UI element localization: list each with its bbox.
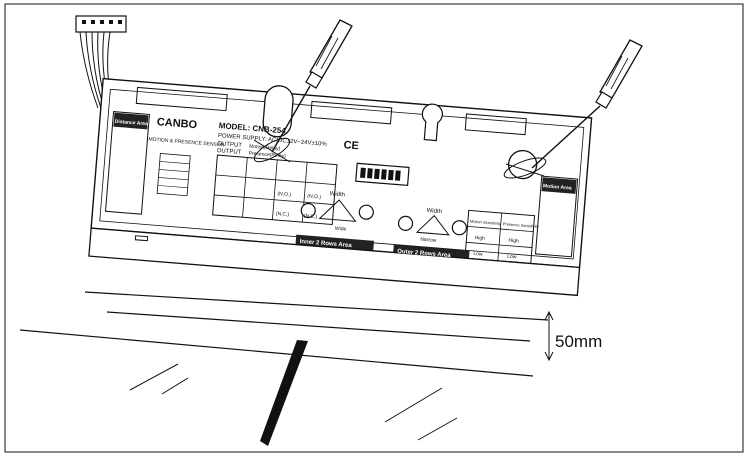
narrow-label: Narrow bbox=[420, 237, 437, 244]
mounting-slot-middle bbox=[421, 103, 443, 142]
nc-label-2: (N.C.) bbox=[304, 213, 318, 220]
ce-mark: CE bbox=[343, 139, 359, 152]
dimension-label: 50mm bbox=[555, 332, 602, 351]
glass-reflection-4 bbox=[417, 417, 458, 441]
door-handle bbox=[260, 340, 308, 446]
potentiometer-inner-narrow bbox=[300, 202, 316, 219]
screwdriver-left bbox=[253, 19, 353, 163]
mounting-slot-left bbox=[262, 85, 294, 138]
output1-label: OUTPUT bbox=[217, 141, 242, 149]
floor-line-mid bbox=[106, 311, 531, 342]
glass-reflection-2 bbox=[161, 377, 189, 395]
presence-sensitivity-label: Presence Sensitivity bbox=[503, 221, 539, 229]
distance-area-box bbox=[105, 111, 150, 215]
width-label-outer: Width bbox=[426, 208, 442, 215]
motion-area-label: Motion Area bbox=[543, 183, 572, 191]
screwdriver-right bbox=[503, 39, 643, 179]
diagram-frame bbox=[4, 3, 744, 453]
no-label-2: (N.O.) bbox=[307, 193, 321, 200]
motion-sensitivity-label: Motion Sensitivity bbox=[470, 219, 501, 226]
low-label-1: Low bbox=[473, 251, 483, 258]
terminal-block bbox=[156, 153, 191, 197]
inner-area-label: Inner 2 Rows Area bbox=[299, 239, 352, 249]
floor-line-top bbox=[84, 291, 549, 321]
dimension-marker: 50mm bbox=[544, 310, 602, 362]
output2-label: OUTPUT bbox=[216, 148, 241, 156]
outer-area-label: Outer 2 Rows Area bbox=[397, 249, 451, 259]
potentiometer-outer-wide bbox=[451, 220, 467, 236]
potentiometer-inner-wide bbox=[358, 204, 374, 220]
high-label-1: High bbox=[474, 235, 485, 242]
glass-reflection-1 bbox=[129, 363, 179, 391]
glass-reflection-3 bbox=[384, 387, 443, 423]
output2-detail: Presence(Relay) bbox=[248, 151, 286, 160]
low-label-2: Low bbox=[507, 254, 517, 261]
no-label-1: (N.O.) bbox=[277, 191, 291, 198]
width-fan-outer bbox=[415, 214, 450, 236]
brand-label: CANBO bbox=[156, 116, 198, 131]
floor-line-bottom bbox=[19, 329, 534, 377]
output1-detail: Motion(Relay) bbox=[249, 144, 281, 153]
motion-area-box bbox=[534, 175, 579, 258]
sensor-lip bbox=[88, 227, 581, 297]
nc-label-1: (N.C.) bbox=[276, 211, 290, 218]
width-fan-inner bbox=[318, 199, 357, 222]
sensor-housing: CANBO MODEL: CNB-254 POWER SUPPLY: AC/DC… bbox=[88, 77, 593, 297]
potentiometer-outer-narrow bbox=[397, 215, 414, 231]
inner-area-bar bbox=[295, 234, 375, 251]
wide-label: Wide bbox=[335, 226, 347, 233]
high-label-2: High bbox=[508, 238, 519, 245]
width-label-inner: Width bbox=[329, 191, 345, 198]
distance-area-label: Distance Area bbox=[115, 119, 149, 128]
